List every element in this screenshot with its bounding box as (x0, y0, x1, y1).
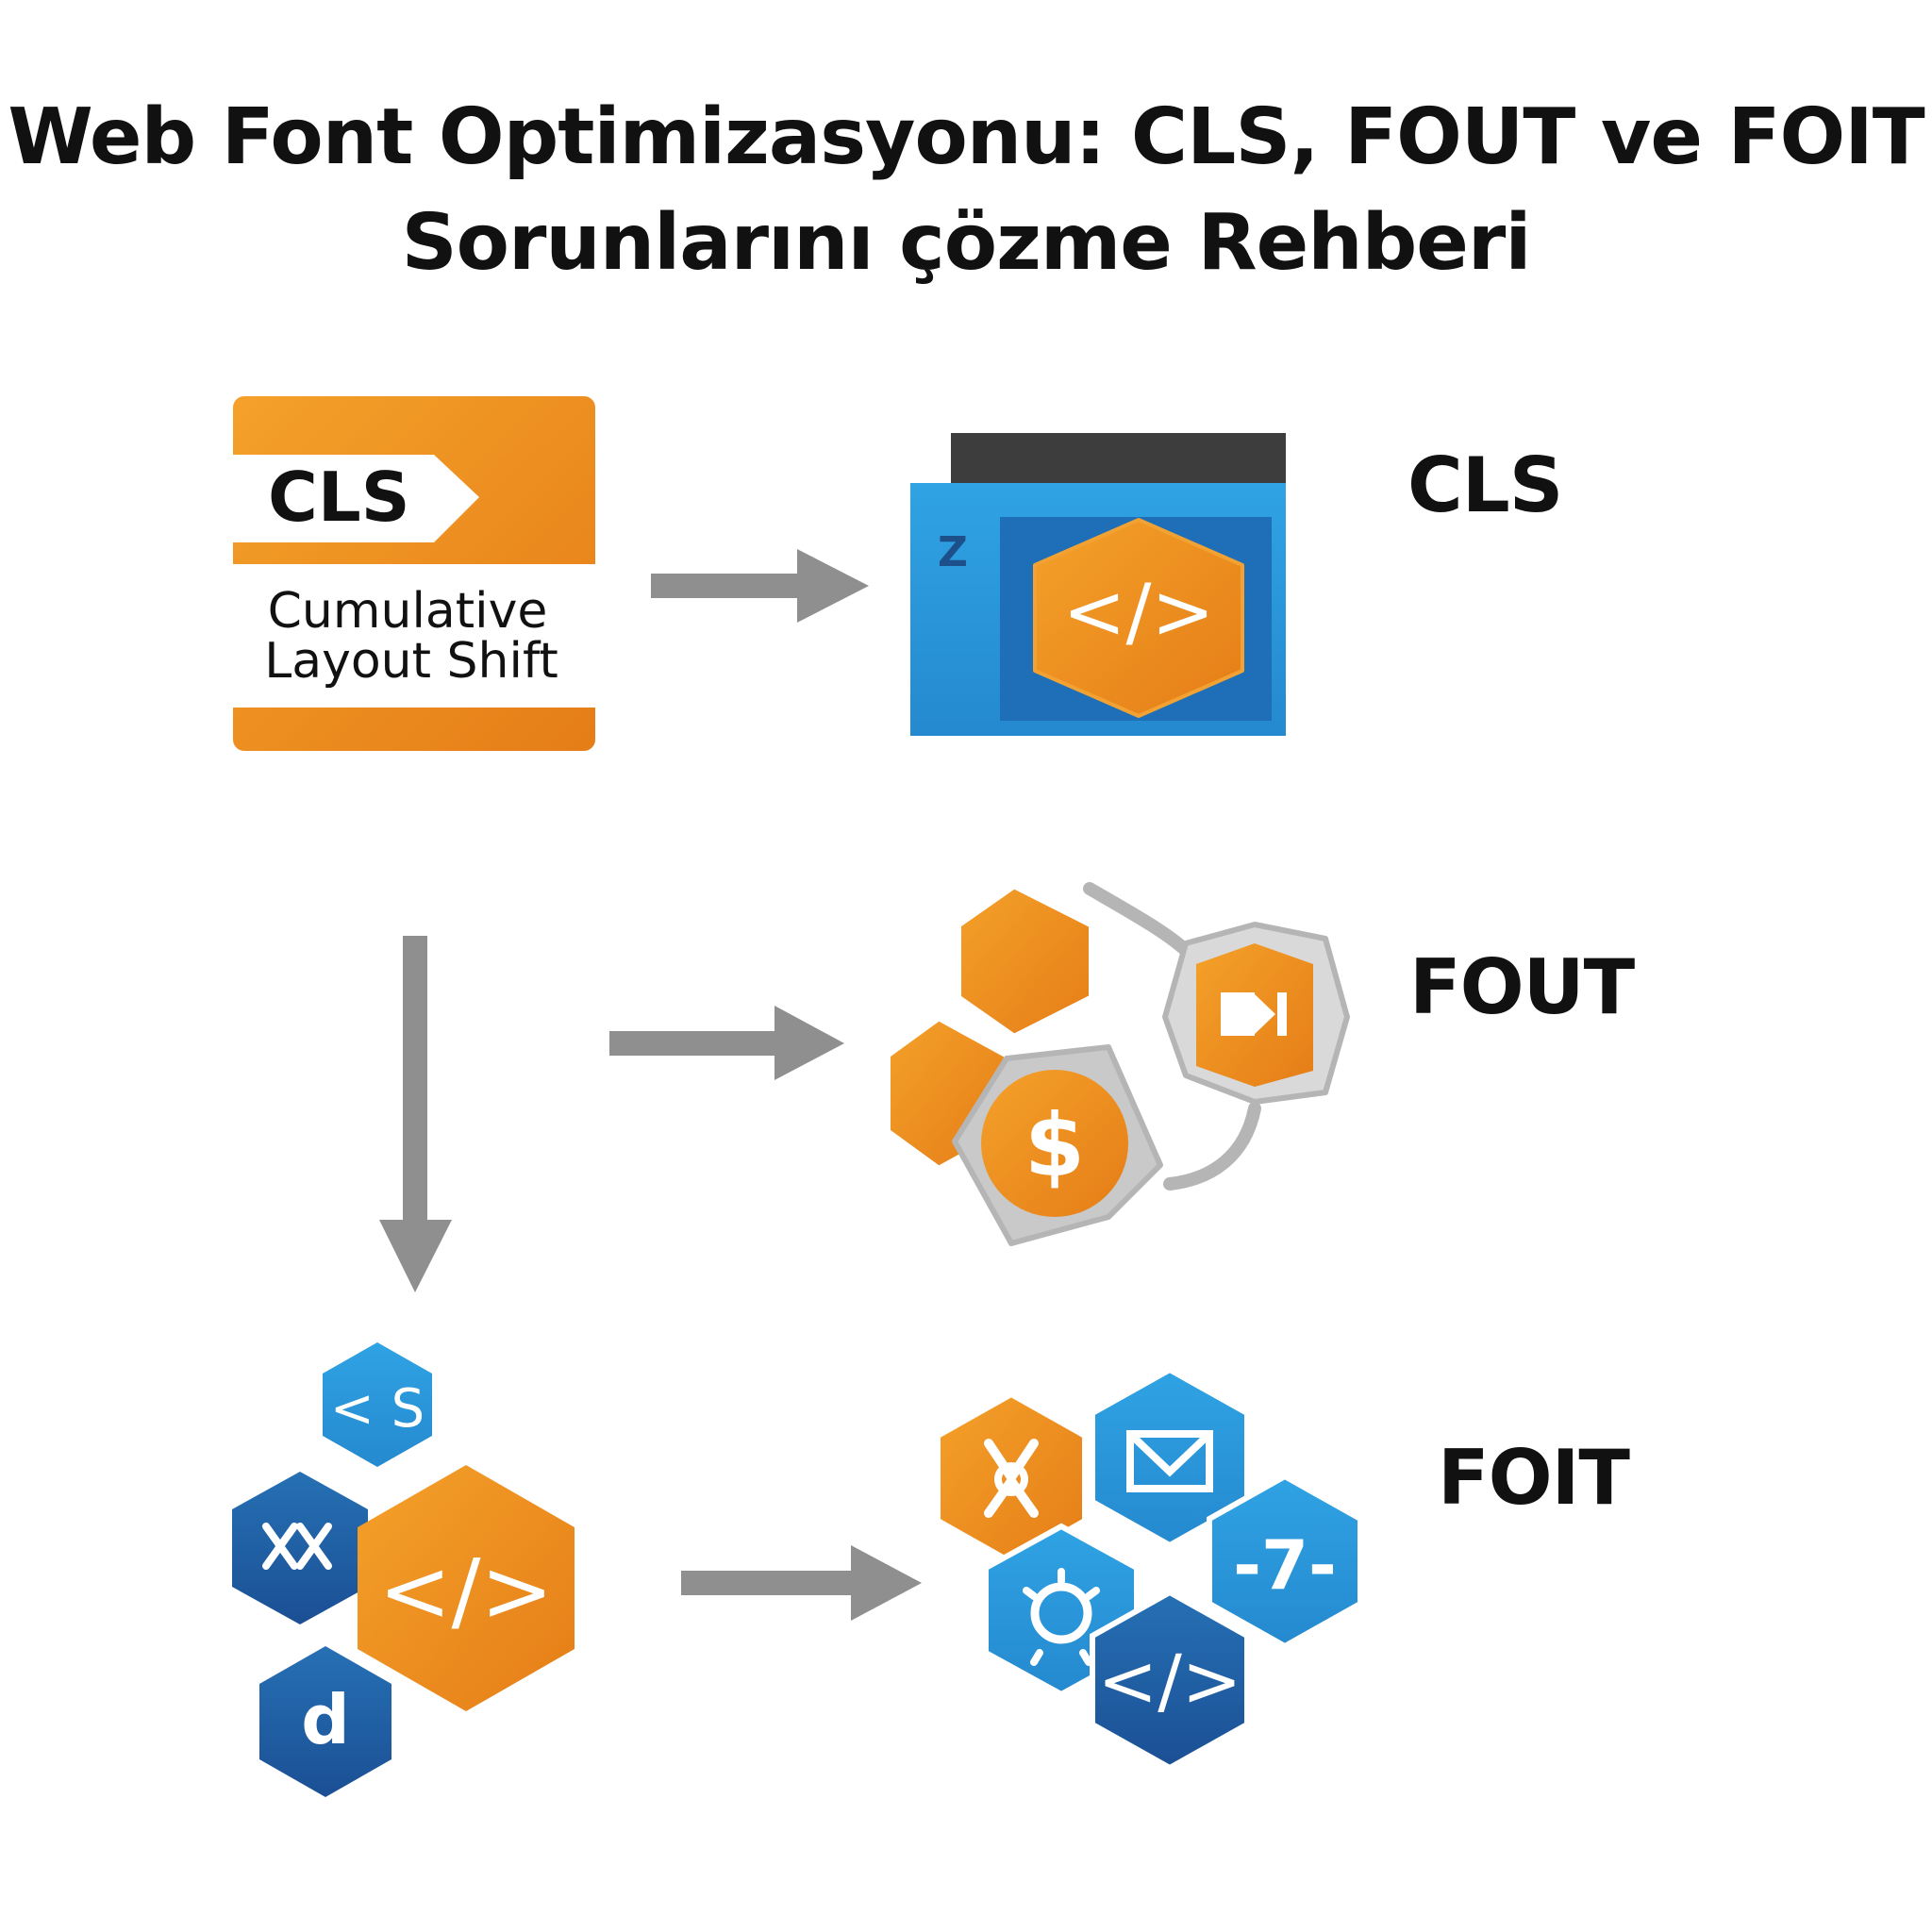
cls-card-body (233, 564, 595, 708)
dollar-icon: $ (1024, 1095, 1085, 1196)
sun-icon (1030, 1582, 1092, 1644)
cls-description-line-1: Cumulative (268, 583, 548, 640)
s-tag-icon: < S (330, 1378, 425, 1440)
z-glyph: Z (938, 528, 968, 576)
seven-icon: -7- (1233, 1525, 1337, 1605)
mail-hexagon (1090, 1366, 1250, 1549)
seven-hexagon (1207, 1473, 1363, 1650)
label-fout: FOUT (1409, 943, 1635, 1031)
cls-description-line-2: Layout Shift (264, 633, 558, 690)
arrow-down-left (379, 936, 452, 1292)
d-icon: d (301, 1680, 350, 1759)
cls-card: CLS Cumulative Layout Shift (233, 396, 595, 751)
dollar-badge (981, 1070, 1128, 1217)
code-icon-large: </> (378, 1541, 553, 1641)
play-icon-bar (1277, 992, 1287, 1036)
cls-tag-ribbon (233, 455, 479, 542)
sun-icon-rays (1023, 1568, 1100, 1666)
title-line-1: Web Font Optimizasyonu: CLS, FOUT ve FOI… (8, 92, 1924, 182)
xx-icon (262, 1523, 332, 1570)
label-foit: FOIT (1438, 1434, 1630, 1522)
browser-title-bar (951, 433, 1286, 490)
fout-cluster: $ (883, 881, 1350, 1246)
code-icon: </> (1062, 568, 1214, 656)
code-icon-dark: </> (1098, 1639, 1242, 1723)
play-icon (1221, 992, 1255, 1036)
anchor-icon (984, 1439, 1039, 1518)
anchor-icon-ring (994, 1462, 1028, 1496)
fout-hexagon-top (954, 881, 1096, 1041)
arrow-right-row2 (609, 1006, 844, 1080)
arrow-right-row3 (681, 1545, 922, 1621)
d-hexagon (259, 1646, 391, 1797)
arrow-right-row1 (651, 549, 869, 623)
x-hexagon (232, 1472, 368, 1624)
code-hexagon-dark (1090, 1589, 1250, 1772)
left-hexagon-cluster: < S </> d (232, 1342, 575, 1797)
mail-icon-flap (1127, 1431, 1212, 1477)
browser-window-illustration: Z </> (910, 433, 1286, 736)
label-cls: CLS (1407, 441, 1563, 529)
cls-tag-text: CLS (268, 458, 410, 537)
play-icon-arrow (1253, 992, 1275, 1036)
connector-bottom (1163, 1102, 1261, 1191)
s-tag-hexagon (323, 1342, 432, 1467)
title-line-2: Sorunlarını çözme Rehberi (401, 198, 1532, 288)
connector-top (1083, 882, 1197, 961)
page-title: Web Font Optimizasyonu: CLS, FOUT ve FOI… (0, 85, 1932, 296)
code-hexagon-large (358, 1465, 575, 1711)
code-hexagon (1033, 518, 1244, 718)
mail-icon (1126, 1430, 1213, 1492)
foit-cluster: -7- </> (935, 1366, 1363, 1772)
